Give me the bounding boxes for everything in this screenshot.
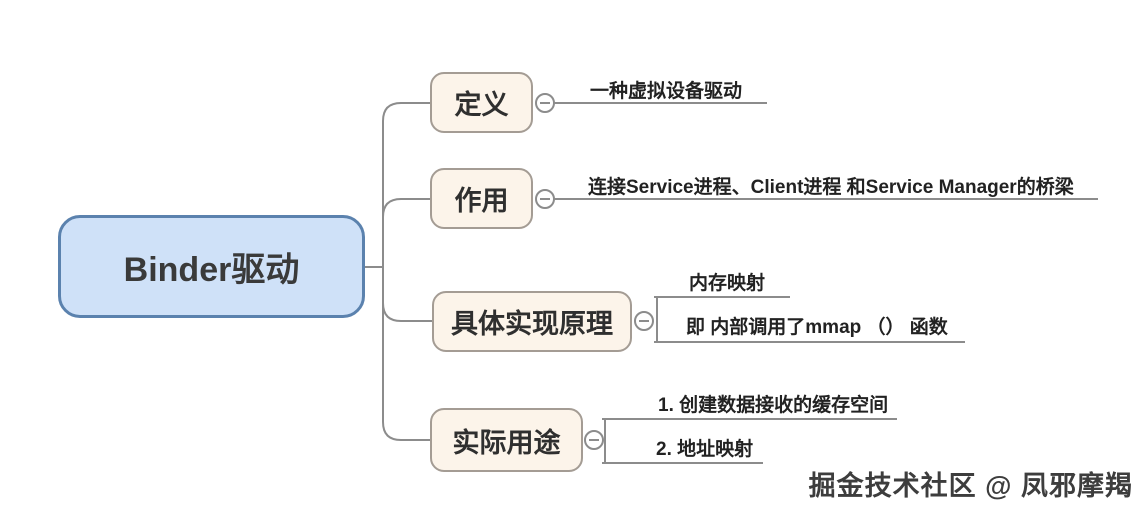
leaf-node-create-buffer[interactable]: 1. 创建数据接收的缓存空间 [658,395,889,416]
connector-root-to-function [382,198,430,267]
connector-root-to-definition [382,102,430,267]
leaf-node-virtual-device[interactable]: 一种虚拟设备驱动 [590,81,743,102]
branch-node-usage[interactable]: 实际用途 [430,408,583,472]
collapse-button-function[interactable] [535,189,555,209]
collapse-button-definition[interactable] [535,93,555,113]
branch-node-function[interactable]: 作用 [430,168,533,229]
leaf-node-mmap-call[interactable]: 即 内部调用了mmap （） 函数 [686,317,948,338]
connector-root-to-principle [382,267,432,322]
leaf-node-address-mapping[interactable]: 2. 地址映射 [656,439,754,460]
watermark-text: 掘金技术社区 @ 凤邪摩羯 [808,471,1133,501]
connector-root-to-usage [382,267,430,441]
leaf-node-memory-mapping[interactable]: 内存映射 [689,273,766,294]
leaf-node-bridge[interactable]: 连接Service进程、Client进程 和Service Manager的桥梁 [588,177,1074,198]
branch-node-definition[interactable]: 定义 [430,72,533,133]
branch-node-principle[interactable]: 具体实现原理 [432,291,632,352]
collapse-button-usage[interactable] [584,430,604,450]
root-node-binder-driver[interactable]: Binder驱动 [58,215,365,318]
collapse-button-principle[interactable] [634,311,654,331]
